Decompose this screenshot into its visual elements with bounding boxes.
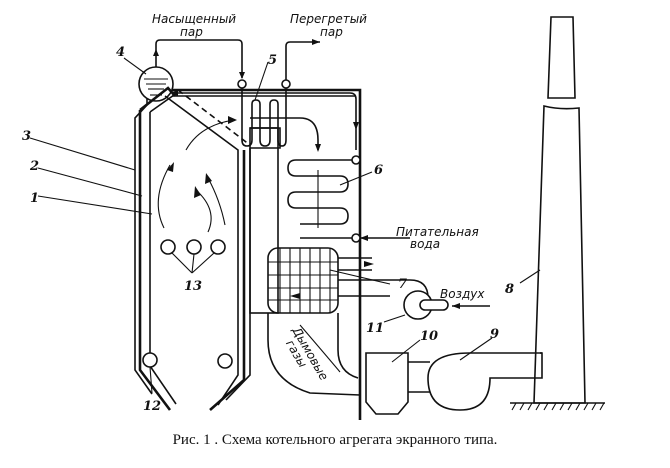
note-feed-water-1: Питательная <box>396 225 479 239</box>
chimney <box>510 16 605 411</box>
burners <box>160 239 226 274</box>
label-13: 13 <box>184 279 202 294</box>
superheater <box>241 88 287 147</box>
note-superheated-steam-1: Перегретый <box>290 12 367 26</box>
note-flue-gases: Дымовые газы <box>283 324 331 383</box>
note-feed-water-2: вода <box>410 237 440 251</box>
ash-collector <box>365 352 409 415</box>
label-1: 1 <box>30 191 39 206</box>
lower-collector-left <box>142 352 158 368</box>
superheated-steam-pipe <box>285 41 320 80</box>
label-10: 10 <box>420 329 438 344</box>
lower-collector-right <box>217 353 233 369</box>
label-9: 9 <box>490 327 499 342</box>
note-saturated-steam-2: пар <box>180 25 203 39</box>
label-5: 5 <box>268 53 277 68</box>
label-7: 7 <box>398 277 407 292</box>
flame-arrows <box>157 116 237 233</box>
label-8: 8 <box>505 282 514 297</box>
label-4: 4 <box>116 45 125 60</box>
air-heater <box>267 247 429 314</box>
figure-caption: Рис. 1 . Схема котельного агрегата экран… <box>172 432 498 448</box>
note-saturated-steam-1: Насыщенный <box>152 12 236 26</box>
label-2: 2 <box>29 159 39 174</box>
label-6: 6 <box>374 163 383 178</box>
label-3: 3 <box>22 129 31 144</box>
economizer <box>287 159 352 228</box>
smoke-exhauster <box>427 352 543 411</box>
saturated-steam-pipe <box>155 39 243 78</box>
blower-fan <box>403 290 490 320</box>
label-12: 12 <box>143 399 161 414</box>
furnace-walls <box>134 86 362 420</box>
note-superheated-steam-2: пар <box>320 25 343 39</box>
label-11: 11 <box>366 321 384 336</box>
note-air: Воздух <box>440 287 485 301</box>
